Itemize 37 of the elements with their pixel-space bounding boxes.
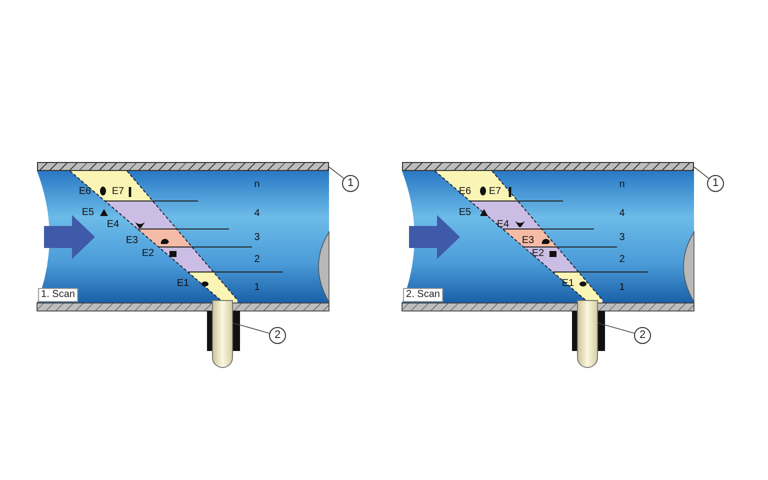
callout-number: 2 xyxy=(634,327,651,344)
echo-label: E5 xyxy=(458,208,472,218)
layer-number: 2 xyxy=(254,255,260,265)
layer-number: 1 xyxy=(619,283,625,293)
pipe-wall xyxy=(402,162,694,171)
transducer-rod xyxy=(212,300,233,368)
layer-number: n xyxy=(254,180,260,190)
echo-label: E1 xyxy=(176,279,190,289)
echo-label: E7 xyxy=(488,187,502,197)
layer-number: 4 xyxy=(619,209,625,219)
echo-label: E6 xyxy=(78,187,92,197)
layer-number: n xyxy=(619,180,625,190)
echo-label: E2 xyxy=(142,249,154,259)
echo-label: E4 xyxy=(496,220,510,230)
leader-line xyxy=(328,166,344,179)
layer-number: 4 xyxy=(254,209,260,219)
echo-label: E6 xyxy=(458,187,472,197)
callout-number: 2 xyxy=(269,327,286,344)
layer-number: 3 xyxy=(254,233,260,243)
layer-number: 2 xyxy=(619,255,625,265)
scan-label: 1. Scan xyxy=(38,288,78,302)
echo-label: E2 xyxy=(532,249,544,259)
leader-line xyxy=(598,322,635,334)
leader-line xyxy=(232,322,270,334)
echo-label: E3 xyxy=(126,236,138,246)
callout-number: 1 xyxy=(707,175,724,192)
echo-label: E7 xyxy=(112,187,124,197)
callout-number: 1 xyxy=(342,175,359,192)
echo-label: E4 xyxy=(106,220,120,230)
layer-number: 3 xyxy=(619,233,625,243)
transducer-rod xyxy=(577,300,598,368)
layer-number: 1 xyxy=(254,283,260,293)
leader-line xyxy=(694,166,710,179)
echo-label: E3 xyxy=(522,236,534,246)
pipe-wall xyxy=(37,162,329,171)
scan-label: 2. Scan xyxy=(403,288,443,302)
echo-label: E5 xyxy=(82,208,94,218)
